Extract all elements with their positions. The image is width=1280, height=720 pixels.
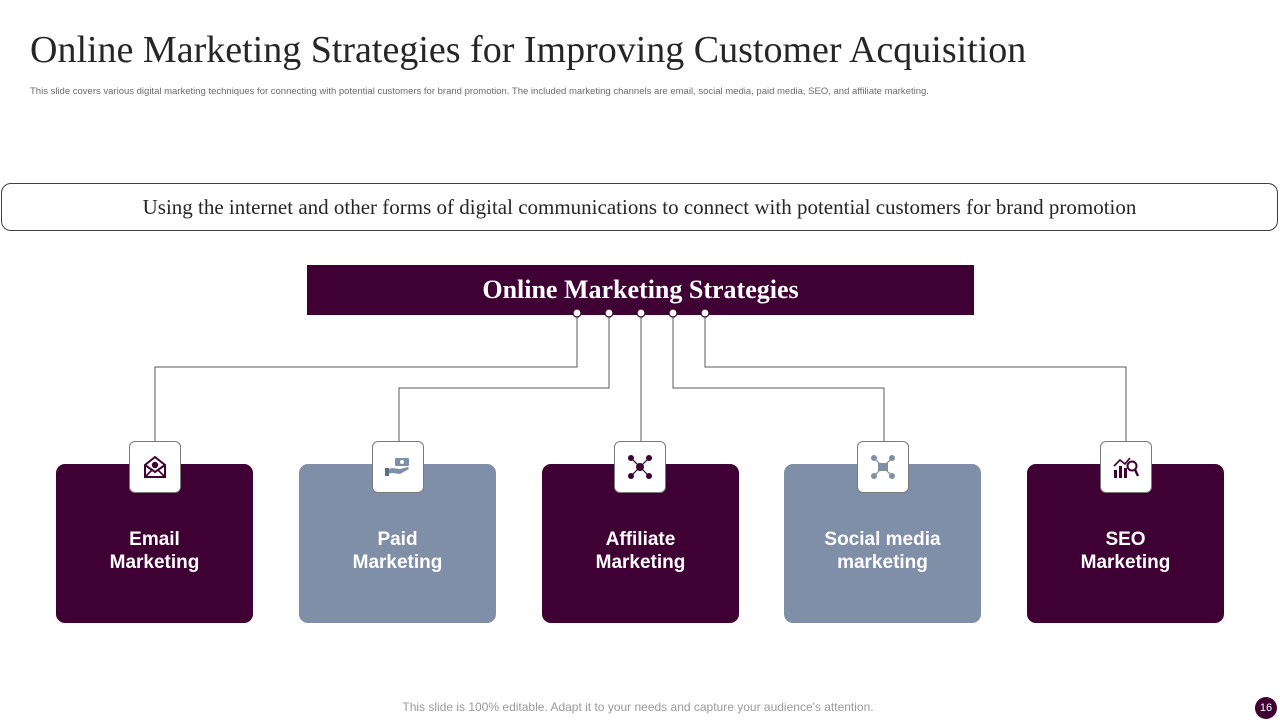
connector-paid: [398, 313, 610, 441]
connector-dot: [700, 308, 710, 318]
social-network-icon: [871, 455, 895, 479]
connector-email: [154, 313, 578, 441]
page-number-badge: 16: [1255, 697, 1277, 719]
network-people-icon: [628, 455, 652, 479]
connector-seo: [704, 313, 1127, 441]
node-label: Paid Marketing: [352, 528, 443, 573]
node-label: Social media marketing: [824, 528, 941, 573]
seo-chart-icon: [1113, 457, 1140, 478]
social-icon-box: [857, 441, 909, 493]
footer-note: This slide is 100% editable. Adapt it to…: [402, 700, 874, 714]
connector-dot: [572, 308, 582, 318]
node-label: Affiliate Marketing: [595, 528, 686, 573]
email-icon: [144, 455, 166, 478]
definition-banner: Using the internet and other forms of di…: [1, 183, 1278, 231]
root-node: Online Marketing Strategies: [307, 265, 974, 315]
connector-dot: [636, 308, 646, 318]
connector-dot: [668, 308, 678, 318]
affiliate-icon-box: [614, 441, 666, 493]
connector-dot: [604, 308, 614, 318]
slide-subtitle: This slide covers various digital market…: [30, 86, 929, 97]
node-label: SEO Marketing: [1080, 528, 1171, 573]
paid-icon-box: [372, 441, 424, 493]
connector-social: [672, 313, 885, 441]
node-label: Email Marketing: [109, 528, 200, 573]
hand-money-icon: [385, 458, 409, 476]
seo-icon-box: [1100, 441, 1152, 493]
slide-title: Online Marketing Strategies for Improvin…: [30, 29, 1027, 71]
email-icon-box: [129, 441, 181, 493]
